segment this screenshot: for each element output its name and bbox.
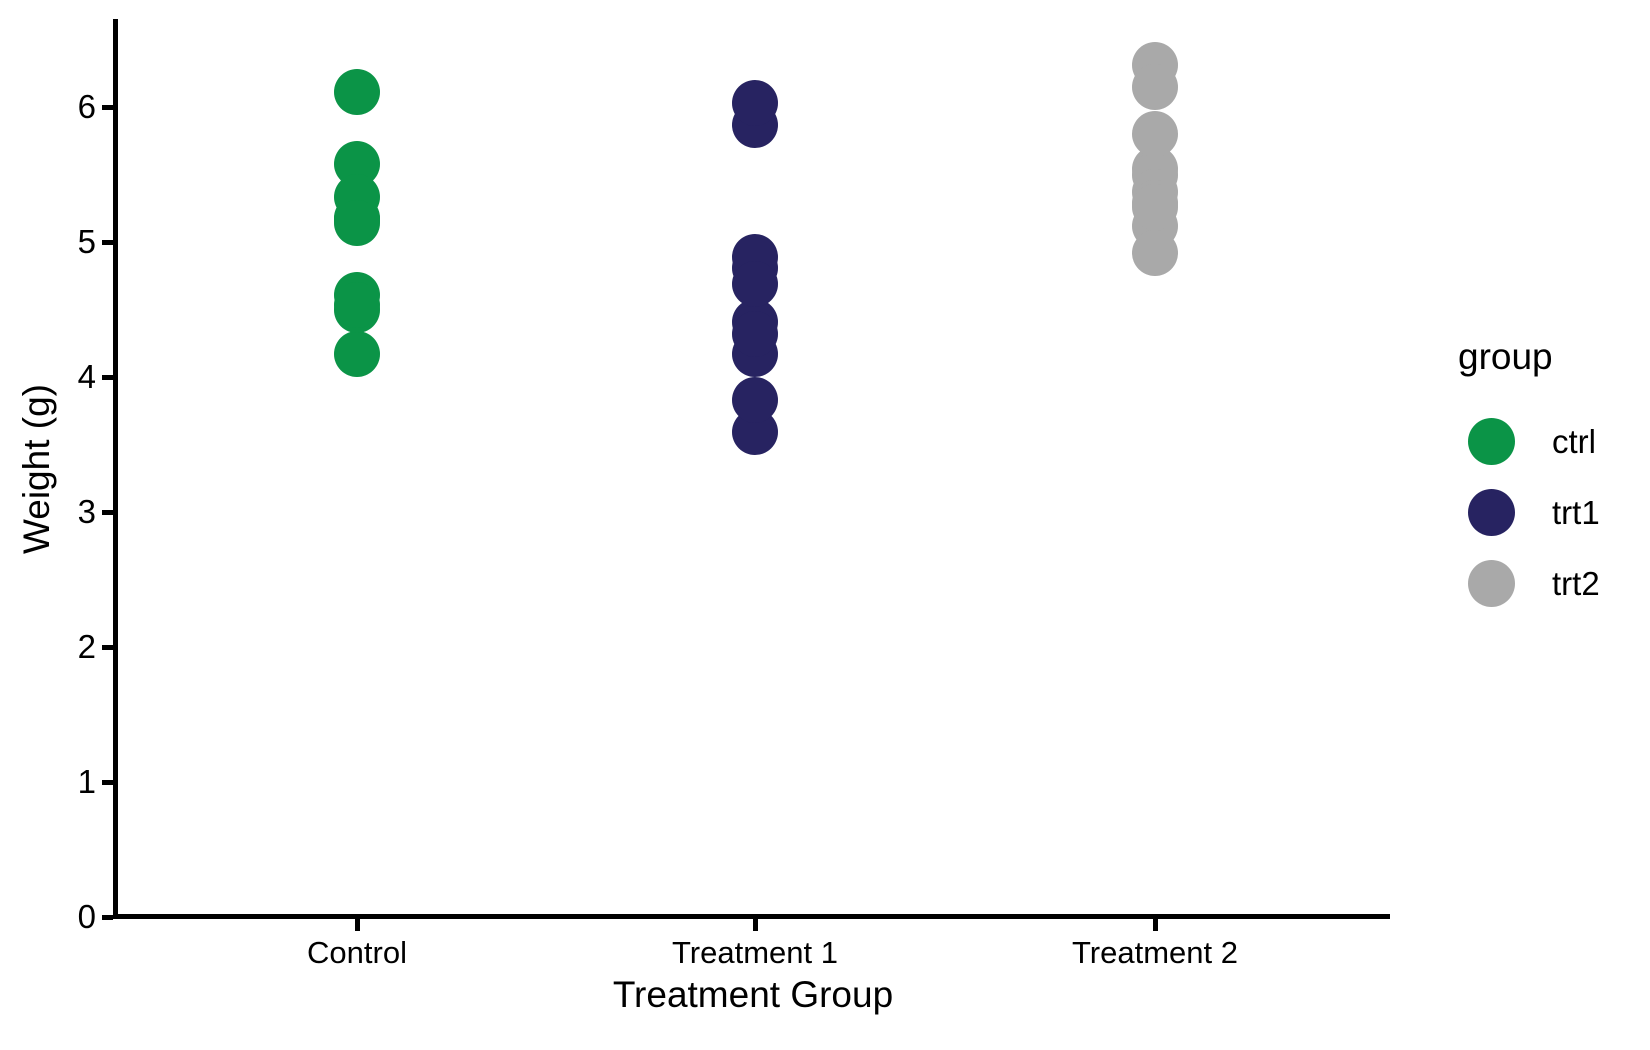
data-point-trt1 [732, 260, 778, 307]
legend-label: ctrl [1552, 422, 1596, 460]
legend-key-circle-trt2 [1468, 560, 1515, 607]
data-point-trt1 [732, 376, 778, 423]
data-point-ctrl [334, 331, 380, 378]
legend: group ctrl trt1 trt2 [1458, 334, 1648, 619]
x-axis-title: Treatment Group [612, 974, 894, 1015]
y-tick-mark [102, 239, 113, 245]
x-axis-line [113, 914, 1390, 919]
legend-item-trt2: trt2 [1458, 548, 1648, 619]
y-tick-mark [102, 644, 113, 650]
x-tick-label-treatment-2: Treatment 2 [1072, 935, 1238, 970]
data-point-ctrl [334, 69, 380, 116]
legend-label: trt2 [1552, 564, 1600, 602]
y-tick-label: 4 [77, 358, 96, 395]
legend-title: group [1458, 336, 1553, 377]
data-point-trt1 [732, 310, 778, 357]
x-tick-mark [1152, 919, 1158, 931]
y-tick-mark [102, 914, 113, 920]
x-tick-label-treatment-1: Treatment 1 [672, 935, 838, 970]
legend-key-circle-trt1 [1468, 489, 1515, 536]
x-tick-mark [354, 919, 360, 931]
y-tick-label: 0 [77, 898, 96, 935]
y-tick-mark [102, 374, 113, 380]
y-tick-label: 5 [77, 223, 96, 260]
y-tick-label: 6 [77, 88, 96, 125]
legend-item-trt1: trt1 [1458, 477, 1648, 548]
y-tick-label: 1 [77, 763, 96, 800]
x-tick-mark [752, 919, 758, 931]
legend-key-circle-ctrl [1468, 418, 1515, 465]
data-point-trt1 [732, 79, 778, 126]
legend-item-ctrl: ctrl [1458, 406, 1648, 477]
data-point-trt2 [1132, 229, 1178, 276]
y-axis-line [113, 19, 118, 919]
x-tick-label-control: Control [307, 935, 407, 970]
y-tick-label: 2 [77, 628, 96, 665]
data-point-trt2 [1132, 63, 1178, 110]
y-tick-label: 3 [77, 493, 96, 530]
data-point-trt2 [1132, 111, 1178, 157]
legend-items: ctrl trt1 trt2 [1458, 406, 1648, 619]
data-point-ctrl [334, 200, 380, 247]
y-tick-mark [102, 104, 113, 110]
legend-label: trt1 [1552, 493, 1600, 531]
y-tick-mark [102, 509, 113, 515]
y-tick-mark [102, 779, 113, 785]
y-axis-title: Weight (g) [16, 384, 57, 554]
data-point-ctrl [334, 282, 380, 329]
data-point-trt2 [1132, 183, 1178, 230]
